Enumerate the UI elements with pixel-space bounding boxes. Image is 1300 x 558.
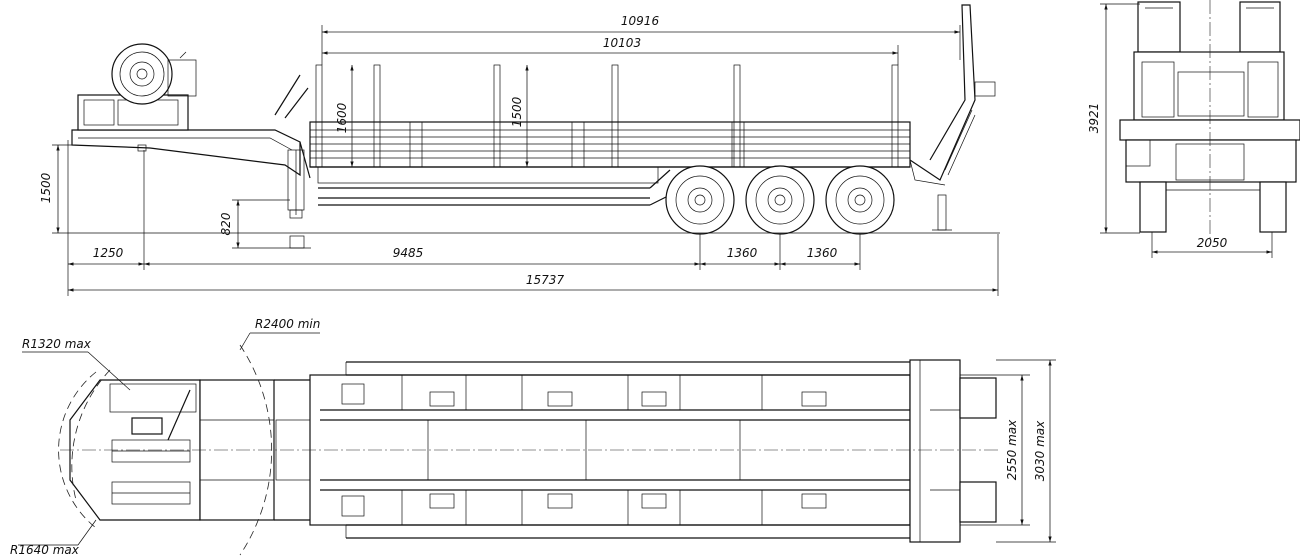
dim-axle-1: 1360 (727, 246, 758, 260)
dim-axle-2: 1360 (807, 246, 838, 260)
dim-coupling-height: 1500 (39, 172, 53, 203)
dim-radius-front: R1320 max (22, 337, 92, 351)
dim-stake-front: 1600 (335, 102, 349, 133)
dim-wheelbase: 9485 (393, 246, 424, 260)
spare-wheel (111, 43, 197, 105)
dim-platform-length: 10103 (603, 36, 641, 50)
dim-width-max: 2550 max (1005, 419, 1019, 480)
dim-overall-length: 15737 (526, 273, 565, 287)
landing-gear (283, 149, 311, 249)
dim-radius-turning: R2400 min (255, 317, 320, 331)
dim-width-max-ramps: 3030 max (1033, 420, 1047, 481)
dim-radius-outer: R1640 max (10, 543, 80, 557)
dim-loading-length: 10916 (621, 14, 660, 28)
dim-stake-mid: 1500 (510, 96, 524, 127)
dim-front-overhang: 1250 (93, 246, 124, 260)
dim-overall-height: 3921 (1087, 103, 1101, 134)
dim-support-height: 820 (219, 212, 233, 235)
wheels (665, 165, 895, 235)
rear-view: 3921 2050 (1087, 0, 1300, 258)
top-view: R1320 max R2400 min R1640 max 2550 max 3… (10, 317, 1056, 557)
dim-track-width: 2050 (1197, 236, 1228, 250)
side-view: 10916 10103 1600 1500 1500 820 1250 (39, 4, 1000, 296)
rear-ramps (909, 4, 996, 231)
